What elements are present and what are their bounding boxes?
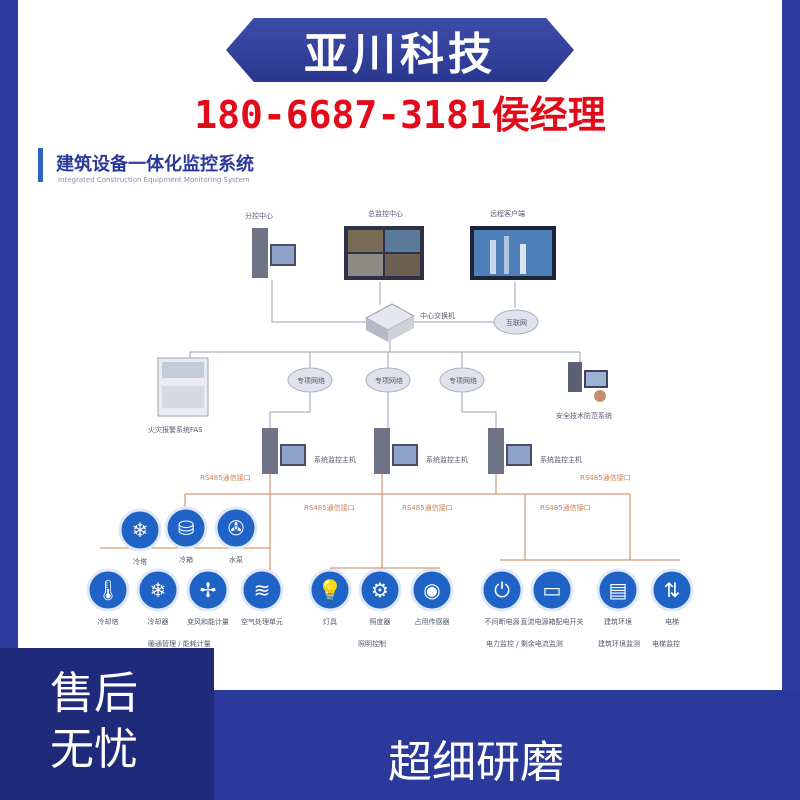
brand-banner: 亚川科技 (226, 18, 574, 82)
svg-text:✢: ✢ (200, 578, 217, 602)
internet-cloud: 互联网 (493, 309, 539, 335)
thermometer-icon: 🌡 冷却塔 (86, 568, 130, 626)
svg-text:⇅: ⇅ (664, 578, 681, 602)
sensor-icon: ◉ 占用传感器 (410, 568, 454, 626)
label-host-3: 系统监控主机 (540, 455, 582, 464)
security-station: 安全技术防范系统 (556, 362, 612, 420)
label-host-2: 系统监控主机 (426, 455, 468, 464)
chart-icon: ▤ 建筑环境 (596, 568, 640, 626)
pump-icon: ✇ 水泵 (214, 506, 258, 564)
cloud-network-1: 专项网络 (287, 367, 333, 393)
svg-text:✇: ✇ (228, 516, 245, 540)
group-label-hvac: 暖通管理 / 能耗计量 (148, 639, 211, 648)
after-sales-text: 售后 无忧 (50, 666, 138, 778)
rs485-label-1: RS485通信接口 (200, 473, 251, 482)
svg-text:≋: ≋ (254, 578, 271, 602)
label-cloud-1: 专项网络 (297, 376, 325, 385)
lower-icon-label-8: 直流电源箱配电开关 (521, 617, 584, 626)
after-sales-tile (0, 648, 214, 800)
lower-icon-label-9: 建筑环境 (604, 617, 632, 626)
svg-text:⚙: ⚙ (371, 578, 389, 602)
group-label-elevator: 电梯监控 (652, 639, 680, 648)
tank-icon: ⛁ 冷箱 (164, 506, 208, 564)
label-main-control: 总监控中心 (368, 209, 403, 218)
label-remote-client: 远程客户端 (490, 209, 525, 218)
svg-text:⛁: ⛁ (178, 516, 195, 540)
lower-icon-label-0: 冷却塔 (98, 617, 119, 626)
svg-text:▭: ▭ (543, 578, 562, 602)
gear-icon: ⚙ 照度器 (358, 568, 402, 626)
fan-icon: ✢ 变风和能计量 (186, 568, 230, 626)
lower-icon-label-2: 变风和能计量 (187, 617, 229, 626)
battery-icon: ▭ 直流电源箱配电开关 (521, 568, 584, 626)
cloud-network-2: 专项网络 (365, 367, 411, 393)
host-3: 系统监控主机 (488, 428, 582, 474)
title-accent-bar (38, 148, 43, 182)
label-branch-control: 分控中心 (245, 211, 273, 220)
diagram-title: 建筑设备一体化监控系统 (56, 154, 254, 175)
rs485-label-4: RS485通信接口 (540, 503, 591, 512)
fas-console: 火灾报警系统FAS (148, 357, 209, 434)
label-security: 安全技术防范系统 (556, 411, 612, 420)
svg-text:❄: ❄ (150, 578, 167, 602)
after-sales-line-1: 售后 (50, 668, 138, 719)
wind-icon: ≋ 空气处理单元 (240, 568, 284, 626)
lower-icon-label-10: 电梯 (665, 617, 679, 626)
group-label-power: 电力监控 / 剩余电流监测 (486, 639, 563, 648)
svg-text:🌡: 🌡 (95, 578, 120, 602)
upper-icon-label-1: 冷箱 (179, 555, 193, 564)
label-fas: 火灾报警系统FAS (148, 425, 203, 434)
group-label-environment: 建筑环境监测 (598, 639, 640, 648)
center-switch: 中心交换机 (364, 303, 455, 342)
label-host-1: 系统监控主机 (314, 455, 356, 464)
after-sales-line-2: 无忧 (50, 724, 138, 775)
rs485-label-3: RS485通信接口 (402, 503, 453, 512)
host-2: 系统监控主机 (374, 428, 468, 474)
cooling-tower-icon: ❄ 冷塔 (118, 508, 162, 566)
diagram-subtitle: Integrated Construction Equipment Monito… (58, 176, 250, 184)
svg-text:⏻: ⏻ (494, 578, 510, 602)
group-label-lighting: 照明控制 (358, 639, 386, 648)
contact-phone: 180-6687-3181侯经理 (194, 93, 606, 137)
lower-icon-label-3: 空气处理单元 (241, 617, 283, 626)
equipment-icons: ❄ 冷塔 ⛁ 冷箱 ✇ 水泵 🌡 冷却塔 ❄ 冷却器 ✢ 变风和能计量 ≋ 空气处理单元 💡 灯具 ⚙ 照度器 ◉ 占… (86, 506, 694, 626)
rs485-label-2: RS485通信接口 (304, 503, 355, 512)
label-internet: 互联网 (506, 318, 527, 327)
elevator-icon: ⇅ 电梯 (650, 568, 694, 626)
label-cloud-2: 专项网络 (375, 376, 403, 385)
svg-text:💡: 💡 (318, 578, 343, 602)
lower-icon-label-4: 灯具 (323, 617, 337, 626)
lower-icon-label-6: 占用传感器 (415, 617, 450, 626)
node-branch-control: 分控中心 (245, 211, 296, 278)
upper-icon-label-2: 水泵 (229, 555, 243, 564)
bulb-icon: 💡 灯具 (308, 568, 352, 626)
node-main-control: 总监控中心 (344, 209, 424, 280)
label-center-switch: 中心交换机 (420, 311, 455, 320)
svg-text:◉: ◉ (423, 578, 440, 602)
svg-text:❄: ❄ (132, 518, 149, 542)
feature-slogan: 超细研磨 (388, 737, 564, 788)
power-icon: ⏻ 不间断电源 (480, 568, 524, 626)
rs485-label-5: RS485通信接口 (580, 473, 631, 482)
label-cloud-3: 专项网络 (449, 376, 477, 385)
node-remote-client: 远程客户端 (470, 209, 556, 280)
lower-icon-label-5: 照度器 (370, 617, 391, 626)
cloud-network-3: 专项网络 (439, 367, 485, 393)
snowflake-icon: ❄ 冷却器 (136, 568, 180, 626)
connection-lines (189, 280, 581, 428)
lower-icon-label-7: 不间断电源 (485, 617, 520, 626)
lower-icon-label-1: 冷却器 (148, 617, 169, 626)
upper-icon-label-0: 冷塔 (133, 557, 147, 566)
host-1: 系统监控主机 (262, 428, 356, 474)
svg-text:▤: ▤ (609, 578, 628, 602)
brand-name: 亚川科技 (304, 29, 496, 80)
